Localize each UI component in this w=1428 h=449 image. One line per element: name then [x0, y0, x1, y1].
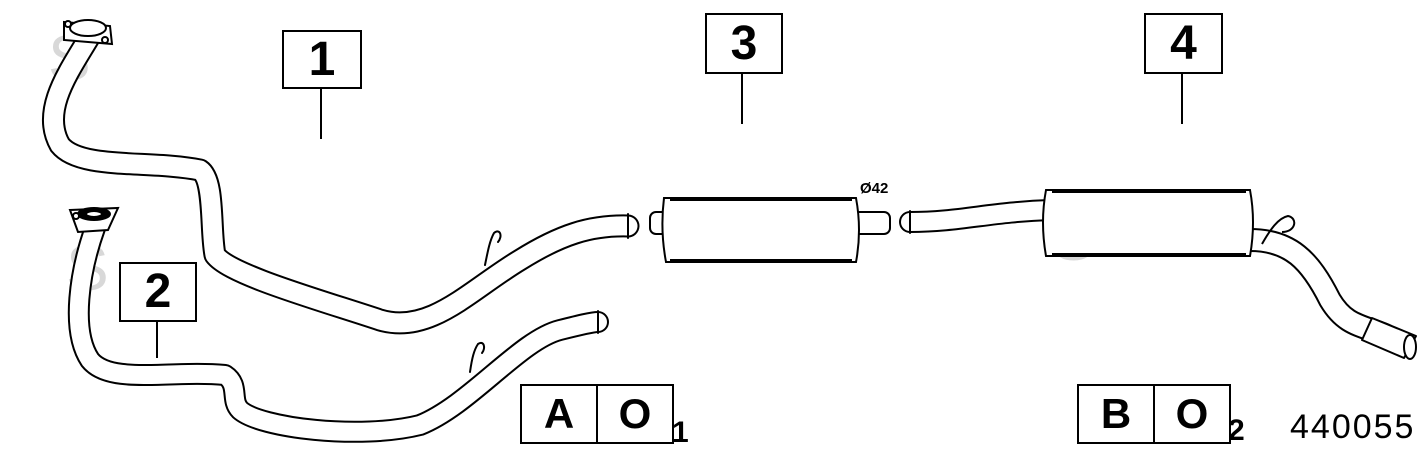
leader-lines	[156, 72, 1183, 358]
legend-b-index: 2	[1228, 414, 1245, 447]
dimension-label: Ø42	[860, 180, 888, 197]
center-silencer	[649, 197, 891, 263]
legend-a-letter: A	[543, 390, 575, 437]
callout-part-4: 4	[1144, 13, 1223, 74]
rear-silencer-box	[1042, 189, 1296, 257]
legend-b: B O	[1077, 384, 1231, 444]
callout-part-1: 1	[282, 30, 362, 89]
legend-a-ring-symbol: O	[596, 386, 672, 442]
flange-upper	[63, 19, 114, 46]
rear-silencer	[899, 199, 1417, 360]
legend-b-letter: B	[1100, 390, 1132, 437]
legend-a-index: 1	[672, 416, 689, 449]
callout-part-3: 3	[705, 13, 783, 74]
legend-b-ring-symbol: O	[1153, 386, 1229, 442]
callout-part-2: 2	[119, 262, 197, 322]
flange-lower	[68, 206, 120, 234]
reference-number: 440055	[1290, 408, 1416, 446]
front-pipe-upper	[41, 24, 640, 335]
front-pipe-lower	[67, 217, 609, 443]
legend-a: A O	[520, 384, 674, 444]
